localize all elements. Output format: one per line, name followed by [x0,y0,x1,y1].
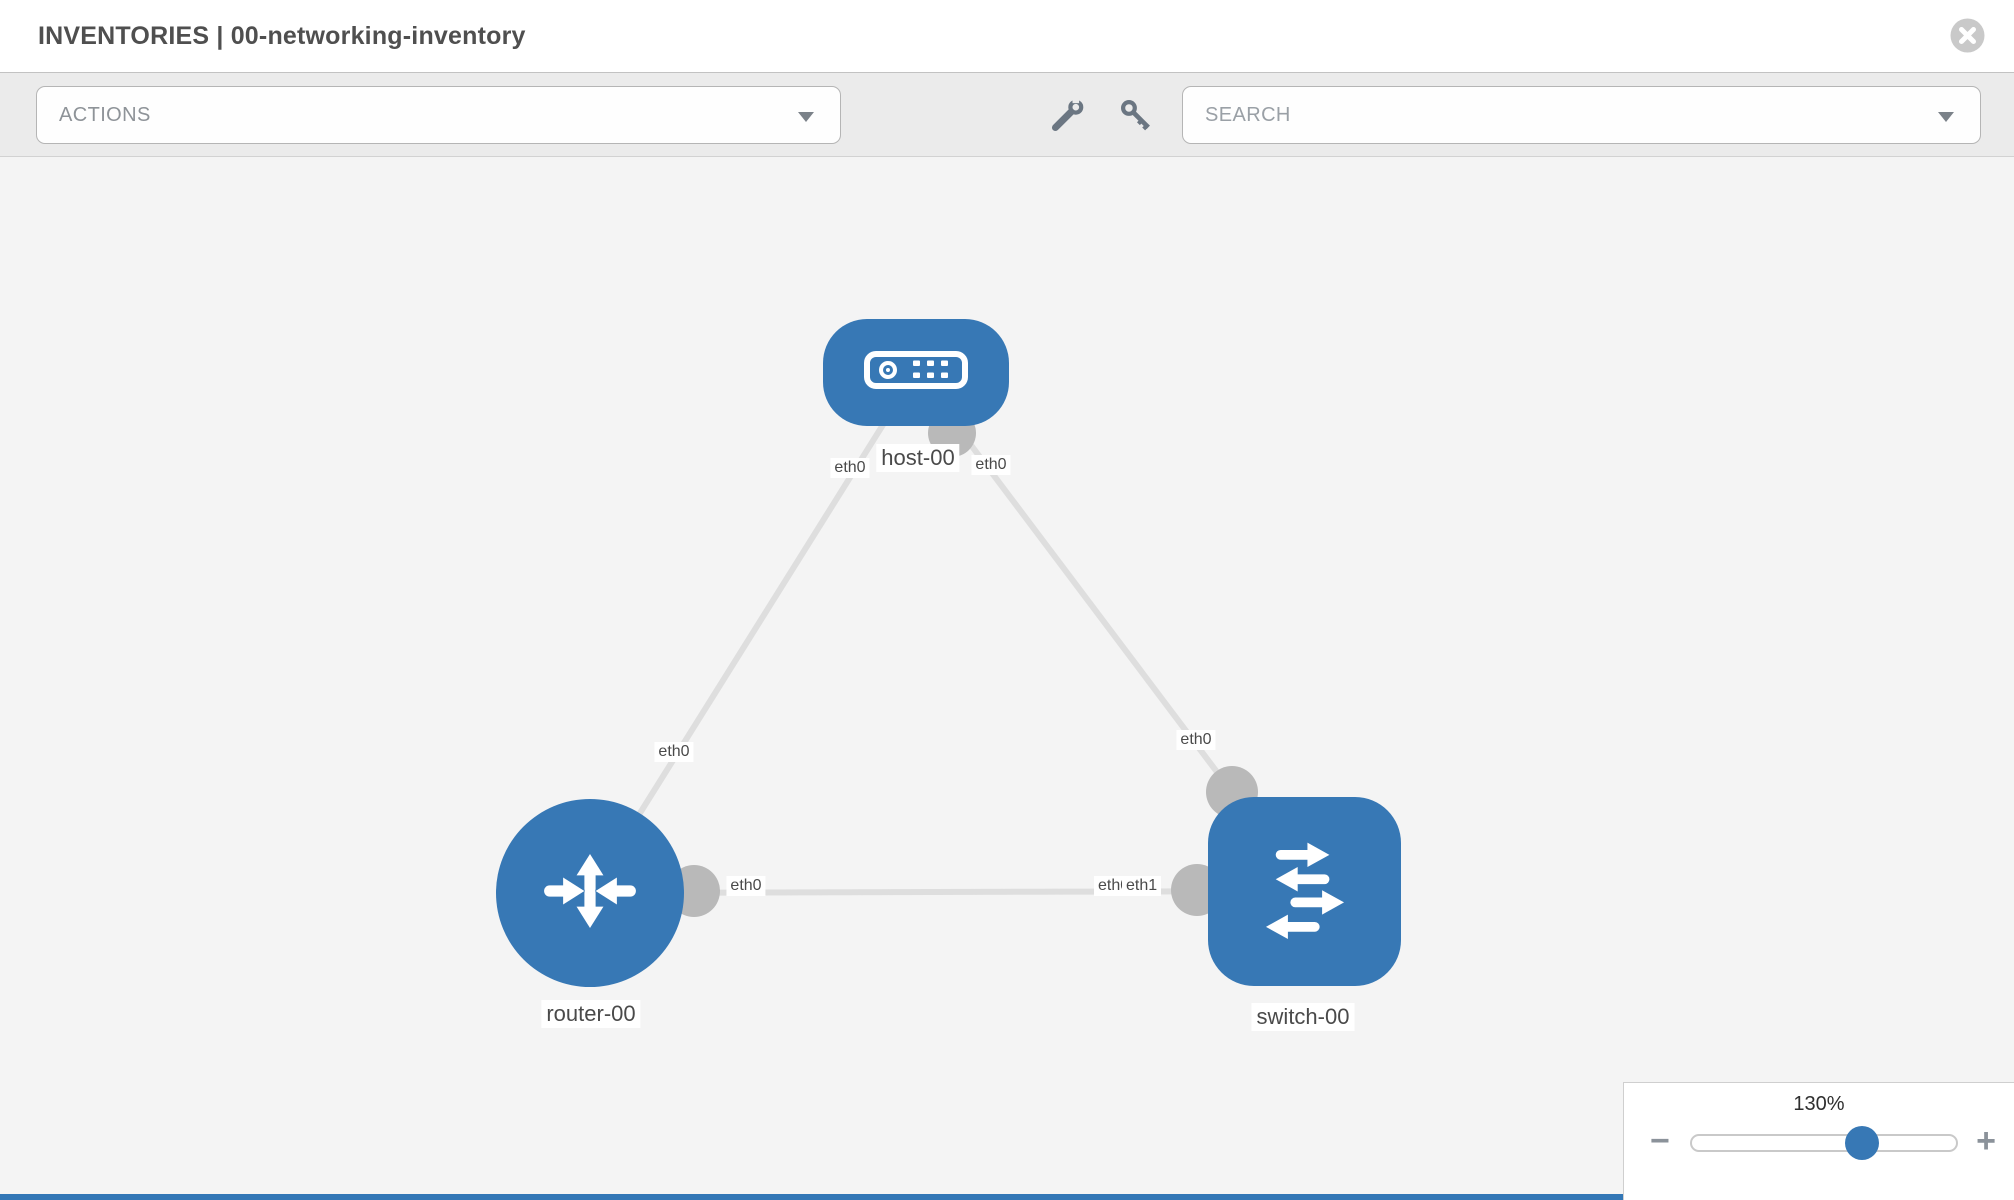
close-icon[interactable] [1950,18,1985,53]
node-host[interactable] [823,319,1009,426]
zoom-control-panel: 130% − + [1623,1082,2014,1200]
search-chevron-down-icon[interactable] [1938,112,1954,122]
toolbar: ACTIONS [0,72,2014,157]
host-icon [864,351,968,394]
topology-links-layer [587,370,1306,917]
search-input[interactable] [1183,87,1980,143]
node-label-router: router-00 [541,1000,641,1028]
node-label-host: host-00 [876,444,960,472]
header: INVENTORIES | 00-networking-inventory [0,0,2014,72]
topology-canvas[interactable]: host-00 router-00 switch-00 eth0 eth0 et… [0,157,2014,1200]
bottom-accent-strip [0,1194,1630,1200]
node-switch[interactable] [1208,797,1401,986]
interface-label: eth0 [1176,730,1216,750]
chevron-down-icon [798,112,814,122]
zoom-slider-thumb[interactable] [1845,1126,1880,1160]
wrench-icon[interactable] [1050,94,1086,133]
actions-dropdown-label: ACTIONS [59,104,151,126]
zoom-slider[interactable] [1690,1126,1958,1160]
interface-label: eth0 [654,742,694,762]
interface-label: eth0 [830,458,870,478]
actions-dropdown[interactable]: ACTIONS [36,86,841,144]
router-icon [534,835,646,952]
zoom-out-icon[interactable]: − [1650,1122,1670,1160]
search-box [1182,86,1981,144]
node-router[interactable] [496,799,684,987]
key-icon[interactable] [1118,97,1154,133]
page-title: INVENTORIES | 00-networking-inventory [38,22,526,50]
zoom-in-icon[interactable]: + [1976,1122,1996,1160]
interface-label: eth0 [726,876,766,896]
interface-label: eth0 [971,455,1011,475]
interface-label: eth1 [1122,876,1162,896]
node-label-switch: switch-00 [1251,1003,1355,1031]
switch-icon [1244,828,1366,955]
zoom-percentage: 130% [1793,1093,1845,1115]
